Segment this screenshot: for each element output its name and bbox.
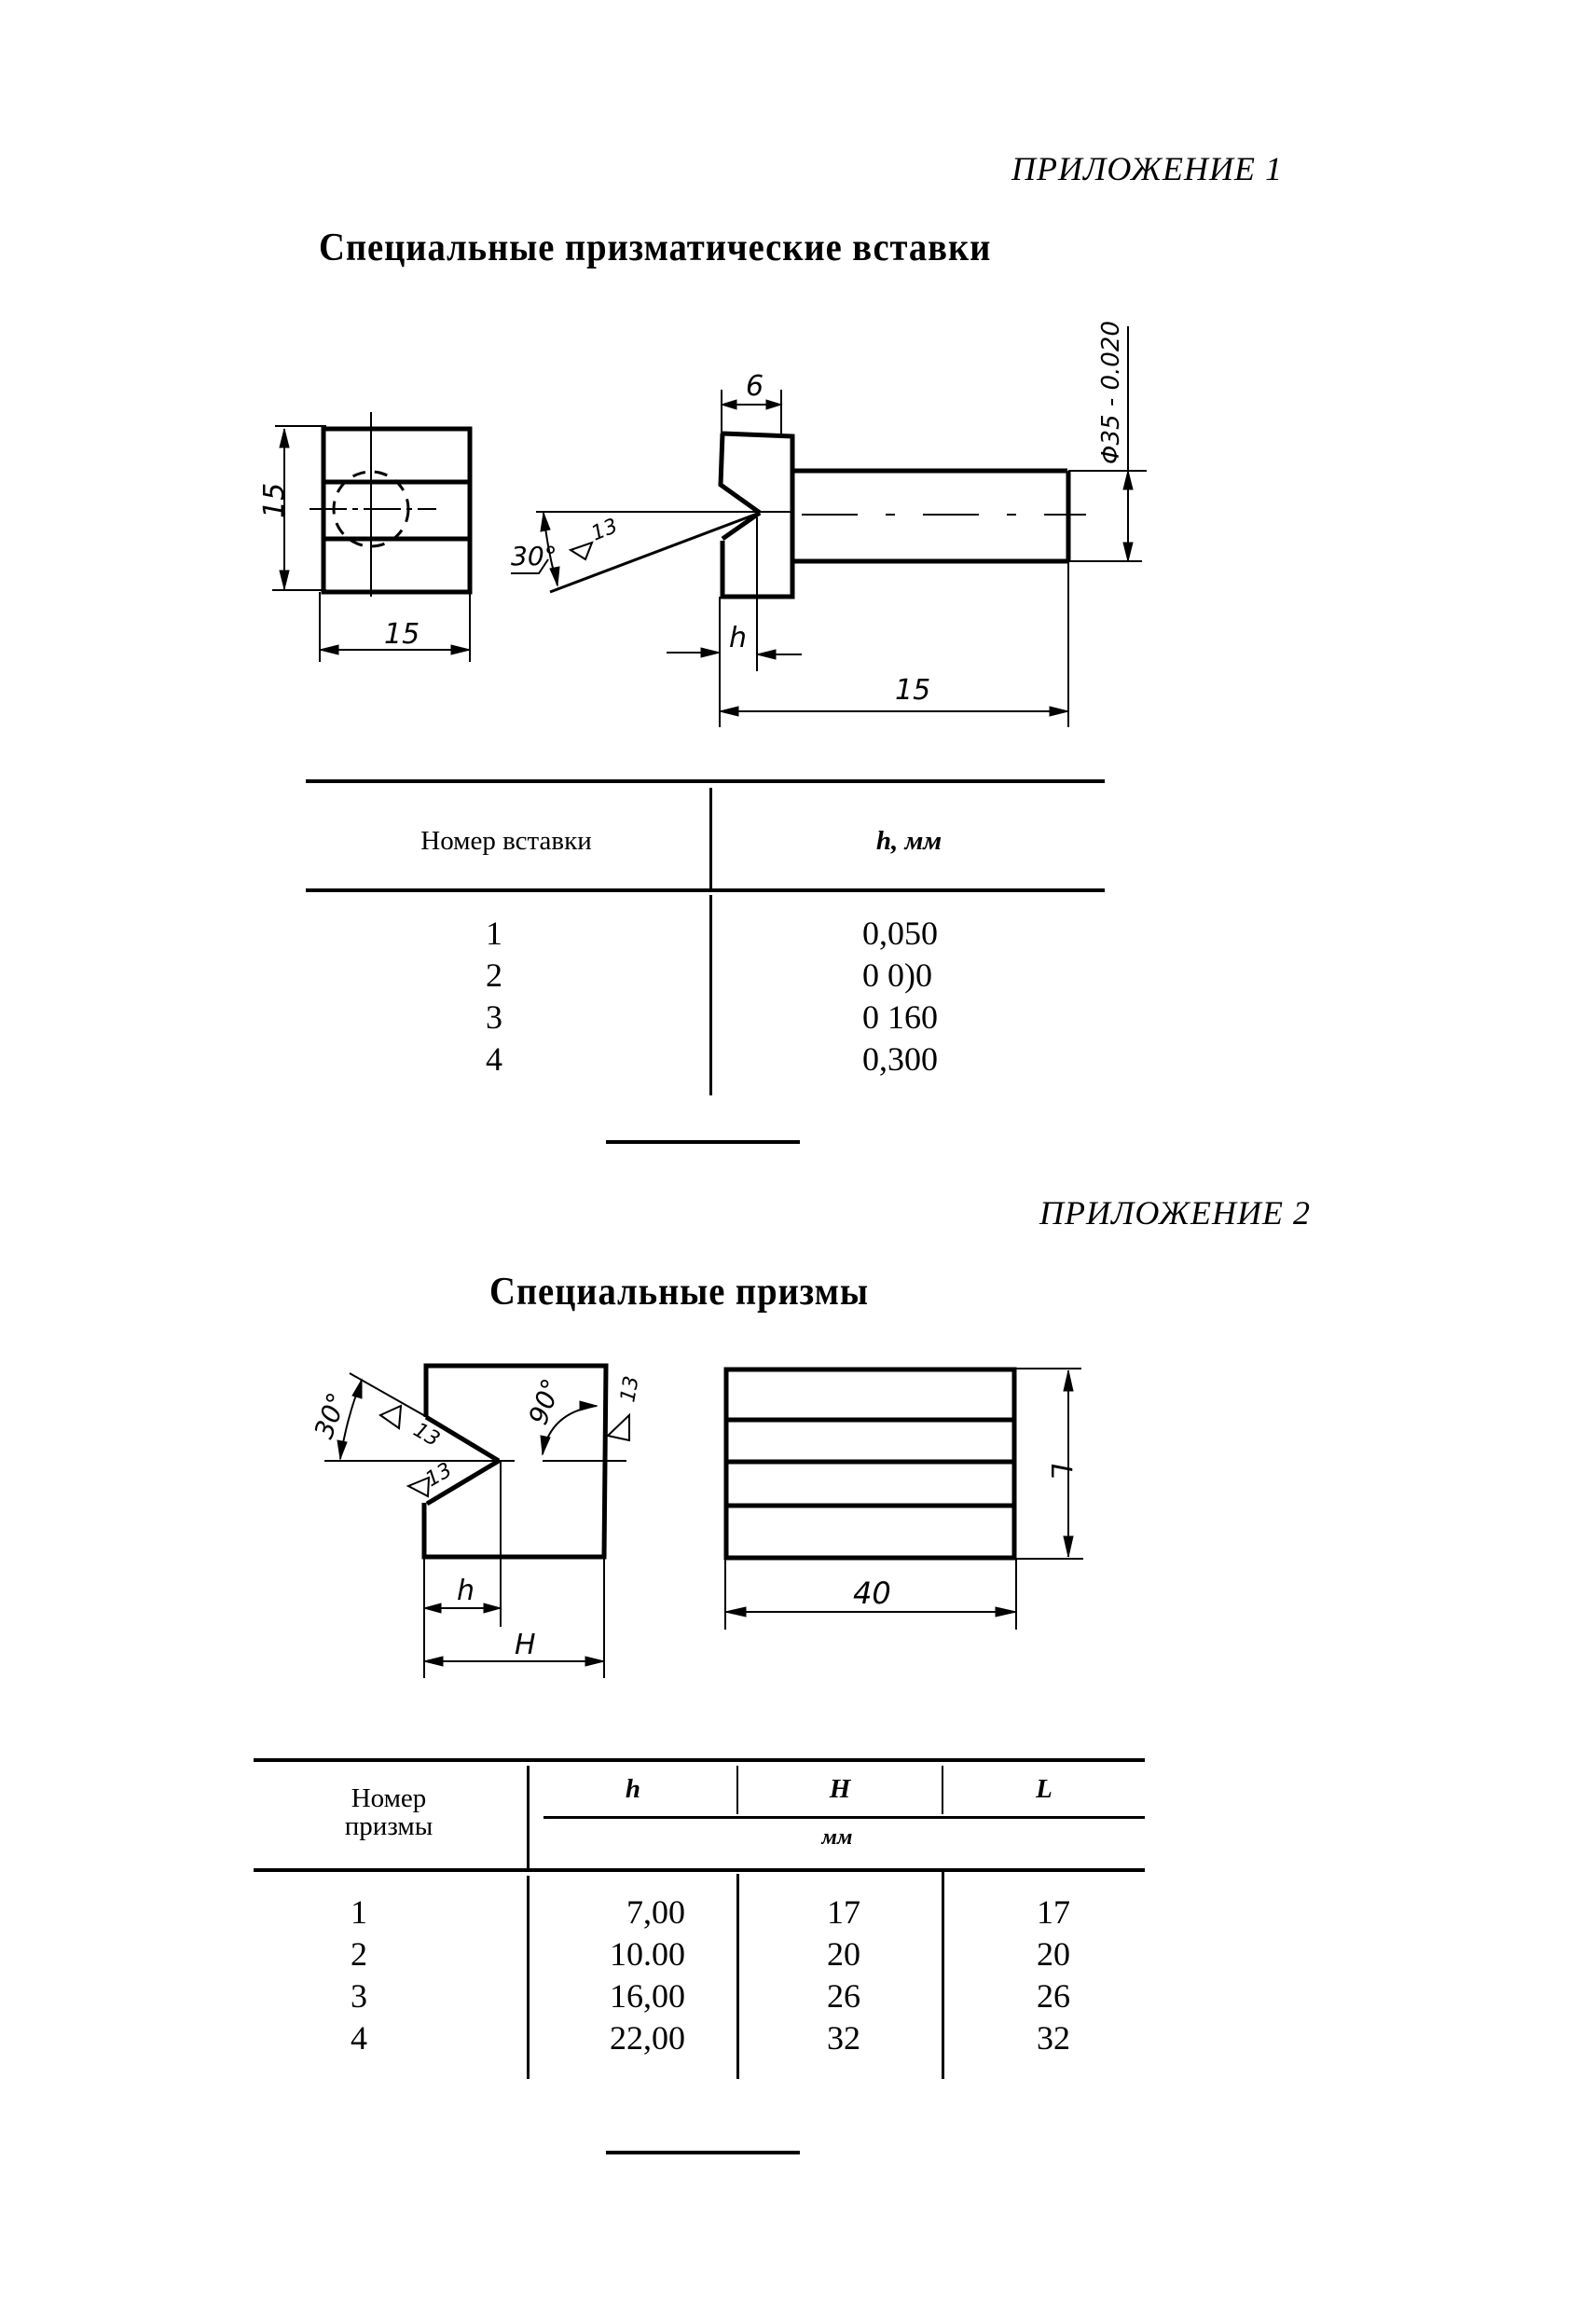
- insert-diameter-dim: Φ35 - 0.020: [1097, 321, 1125, 464]
- table2-row1-no: 1: [351, 1893, 367, 1931]
- table2-row3-L: 26: [1037, 1977, 1070, 2015]
- table2-header-H: H: [829, 1774, 851, 1804]
- table2-row1-L: 17: [1037, 1893, 1070, 1931]
- table2-row4-L: 32: [1037, 2019, 1070, 2057]
- insert-roughness: 13: [588, 515, 621, 546]
- prism-drawing: 30° 90° 13 13 13 h H 40 L: [309, 1363, 1083, 1678]
- table1-row1-no: 1: [486, 915, 502, 952]
- table2-row2-H: 20: [827, 1935, 860, 1973]
- table1-row2-h: 0 0)0: [862, 956, 932, 994]
- insert-drawing: 15 15 6 30° 13 Φ35 - 0.020 h 15: [258, 321, 1147, 727]
- table1-header-number: Номер вставки: [420, 826, 592, 856]
- table1-row3-no: 3: [486, 998, 502, 1036]
- table2-row4-H: 32: [827, 2019, 860, 2057]
- insert-length-dim: 15: [895, 674, 930, 707]
- table2-row3-no: 3: [351, 1977, 367, 2015]
- appendix-2-title: Специальные призмы: [489, 1271, 869, 1314]
- table1-row1-h: 0,050: [862, 915, 938, 952]
- table1-row3-h: 0 160: [862, 998, 938, 1036]
- table2-row1-h: 7,00: [626, 1893, 685, 1931]
- table2-row2-h: 10.00: [610, 1935, 685, 1973]
- prism-side-view: [324, 1363, 630, 1678]
- table2-header-number: Номер призмы: [254, 1784, 524, 1840]
- appendix-1-label: ПРИЛОЖЕНИЕ 1: [1011, 150, 1283, 187]
- section-divider: [606, 1140, 800, 1144]
- prism-angle1-dim: 30°: [309, 1388, 353, 1442]
- insert-front-view: [272, 412, 473, 662]
- table1-header-h: h, мм: [875, 826, 942, 856]
- table2-header-L: L: [1036, 1774, 1053, 1804]
- table2-row4-h: 22,00: [610, 2019, 685, 2057]
- table2-row2-no: 2: [351, 1935, 367, 1973]
- table2-row4-no: 4: [351, 2019, 367, 2057]
- prism-width-dim: 40: [853, 1576, 891, 1611]
- insert-top-dim: 6: [746, 370, 764, 403]
- prism-H-dim: H: [515, 1629, 536, 1661]
- insert-side-view: [511, 326, 1147, 727]
- table1-row4-h: 0,300: [862, 1040, 938, 1078]
- appendix-1-title: Специальные призматические вставки: [319, 227, 992, 269]
- insert-width-dim: 15: [384, 618, 420, 651]
- table2-row3-h: 16,00: [610, 1977, 685, 2015]
- table2-row3-H: 26: [827, 1977, 860, 2015]
- end-divider: [606, 2151, 800, 2154]
- table1-row4-no: 4: [486, 1040, 502, 1078]
- insert-angle-dim: 30°: [511, 541, 557, 571]
- table2-header-h: h: [625, 1774, 641, 1804]
- table2-row1-H: 17: [827, 1893, 860, 1931]
- prism-h-dim: h: [457, 1575, 475, 1607]
- appendix-2-label: ПРИЛОЖЕНИЕ 2: [1039, 1194, 1311, 1232]
- prism-length-dim: L: [1044, 1464, 1077, 1479]
- table1-row2-no: 2: [486, 956, 502, 994]
- insert-height-dim: 15: [258, 483, 291, 518]
- insert-h-dim: h: [729, 622, 747, 654]
- table2-header-number-line2: призмы: [344, 1811, 433, 1841]
- prism-roughness3: 13: [616, 1374, 643, 1404]
- table2-row2-L: 20: [1037, 1935, 1070, 1973]
- table2-unit: мм: [821, 1825, 853, 1850]
- table2-header-number-line1: Номер: [351, 1783, 427, 1813]
- prism-front-view: [723, 1367, 1083, 1630]
